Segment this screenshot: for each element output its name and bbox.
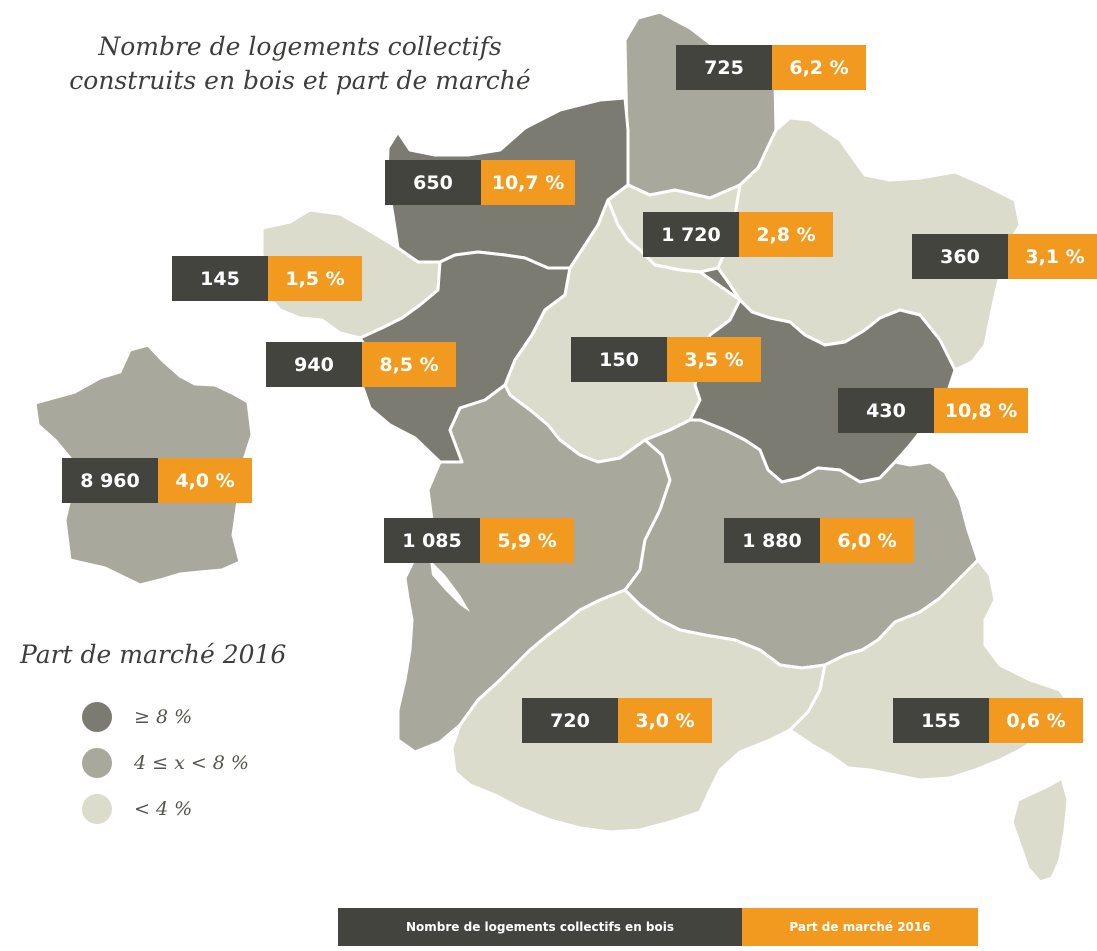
value-key: Nombre de logements collectifs en bois P… [338, 908, 978, 946]
label-provence-alpes-cote-d-azur: 155 0,6 % [893, 698, 1083, 743]
label-france: 8 960 4,0 % [62, 458, 252, 503]
count-bretagne: 145 [172, 256, 268, 301]
label-nouvelle-aquitaine: 1 085 5,9 % [384, 518, 574, 563]
count-centre-val-de-loire: 150 [571, 337, 667, 382]
map-title-line1: Nombre de logements collectifs [98, 32, 502, 61]
label-bourgogne-franche-comte: 430 10,8 % [838, 388, 1028, 433]
legend-swatch-mid [82, 748, 112, 778]
share-provence-alpes-cote-d-azur: 0,6 % [989, 698, 1083, 743]
share-centre-val-de-loire: 3,5 % [667, 337, 761, 382]
map-title-line2: construits en bois et part de marché [69, 66, 531, 95]
legend-title: Part de marché 2016 [20, 640, 287, 669]
label-bretagne: 145 1,5 % [172, 256, 362, 301]
count-hauts-de-france: 725 [676, 45, 772, 90]
share-grand-est: 3,1 % [1008, 234, 1097, 279]
count-france: 8 960 [62, 458, 158, 503]
label-hauts-de-france: 725 6,2 % [676, 45, 866, 90]
share-normandie: 10,7 % [481, 160, 575, 205]
count-grand-est: 360 [912, 234, 1008, 279]
share-pays-de-la-loire: 8,5 % [362, 342, 456, 387]
count-provence-alpes-cote-d-azur: 155 [893, 698, 989, 743]
share-occitanie: 3,0 % [618, 698, 712, 743]
legend-swatch-high [82, 702, 112, 732]
key-count-label: Nombre de logements collectifs en bois [338, 908, 742, 946]
legend-label-low: < 4 % [134, 798, 193, 820]
legend-label-mid: 4 ≤ x < 8 % [134, 752, 249, 774]
label-grand-est: 360 3,1 % [912, 234, 1097, 279]
legend-item-low: < 4 % [82, 794, 192, 824]
label-pays-de-la-loire: 940 8,5 % [266, 342, 456, 387]
map-title: Nombre de logements collectifs construit… [40, 30, 560, 98]
share-france: 4,0 % [158, 458, 252, 503]
count-ile-de-france: 1 720 [643, 212, 739, 257]
legend-item-mid: 4 ≤ x < 8 % [82, 748, 249, 778]
region-borders [627, 183, 651, 197]
legend-label-high: ≥ 8 % [134, 706, 193, 728]
region-hauts-de-france [623, 10, 778, 200]
label-normandie: 650 10,7 % [385, 160, 575, 205]
share-hauts-de-france: 6,2 % [772, 45, 866, 90]
label-auvergne-rhone-alpes: 1 880 6,0 % [724, 518, 914, 563]
gironde-estuary [430, 560, 470, 612]
count-auvergne-rhone-alpes: 1 880 [724, 518, 820, 563]
key-share-label: Part de marché 2016 [742, 908, 978, 946]
count-occitanie: 720 [522, 698, 618, 743]
label-ile-de-france: 1 720 2,8 % [643, 212, 833, 257]
count-nouvelle-aquitaine: 1 085 [384, 518, 480, 563]
legend-item-high: ≥ 8 % [82, 702, 192, 732]
region-corse [1010, 776, 1070, 884]
share-bourgogne-franche-comte: 10,8 % [934, 388, 1028, 433]
count-bourgogne-franche-comte: 430 [838, 388, 934, 433]
label-occitanie: 720 3,0 % [522, 698, 712, 743]
count-normandie: 650 [385, 160, 481, 205]
share-ile-de-france: 2,8 % [739, 212, 833, 257]
share-bretagne: 1,5 % [268, 256, 362, 301]
label-centre-val-de-loire: 150 3,5 % [571, 337, 761, 382]
share-nouvelle-aquitaine: 5,9 % [480, 518, 574, 563]
legend-swatch-low [82, 794, 112, 824]
share-auvergne-rhone-alpes: 6,0 % [820, 518, 914, 563]
count-pays-de-la-loire: 940 [266, 342, 362, 387]
